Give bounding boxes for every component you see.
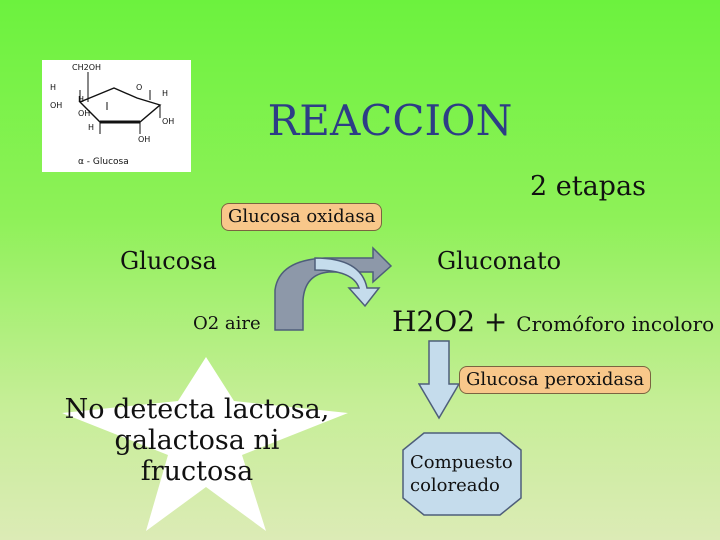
mol-label-8: OH xyxy=(162,117,174,126)
chromogen-label: Cromóforo incoloro xyxy=(516,312,715,336)
h2o2-curved-arrow-icon xyxy=(314,257,381,308)
slide-title: REACCION xyxy=(267,96,513,145)
colored-compound-label: Compuesto coloreado xyxy=(410,452,513,497)
note-text: No detecta lactosa, galactosa ni fructos… xyxy=(64,394,330,487)
star-shape xyxy=(60,355,350,533)
mol-label-6: H xyxy=(78,95,84,104)
mol-label-7: OH xyxy=(78,109,90,118)
byproduct-h2o2: H2O2 xyxy=(392,305,476,338)
mol-label-5: OH xyxy=(50,101,62,110)
mol-label-1: CH2OH xyxy=(72,63,101,72)
o2-curved-arrow-icon xyxy=(274,246,393,331)
byproduct-h2o2-group: H2O2 + Cromóforo incoloro xyxy=(392,305,714,338)
glucose-caption: α - Glucosa xyxy=(78,157,129,167)
colored-compound-octagon xyxy=(402,432,522,516)
cosubstrate-o2: O2 aire xyxy=(193,313,261,334)
product-gluconate: Gluconato xyxy=(437,247,562,275)
alpha-glucose-structure-image: CH2OH H O H OH H OH OH H OH α - Glucosa xyxy=(42,60,191,172)
stages-label: 2 etapas xyxy=(530,171,646,202)
enzyme-glucose-peroxidase-box: Glucosa peroxidasa xyxy=(459,366,652,394)
mol-label-9: H xyxy=(88,123,94,132)
reactant-glucose: Glucosa xyxy=(120,247,217,275)
reaction-arrows xyxy=(265,240,405,332)
enzyme-glucose-oxidase-box: Glucosa oxidasa xyxy=(221,203,383,231)
mol-label-10: OH xyxy=(138,135,150,144)
mol-label-2: H xyxy=(50,83,56,92)
mol-label-4: H xyxy=(162,89,168,98)
down-arrow-icon xyxy=(417,340,461,420)
mol-label-3: O xyxy=(136,83,142,92)
plus-sign: + xyxy=(483,305,508,338)
